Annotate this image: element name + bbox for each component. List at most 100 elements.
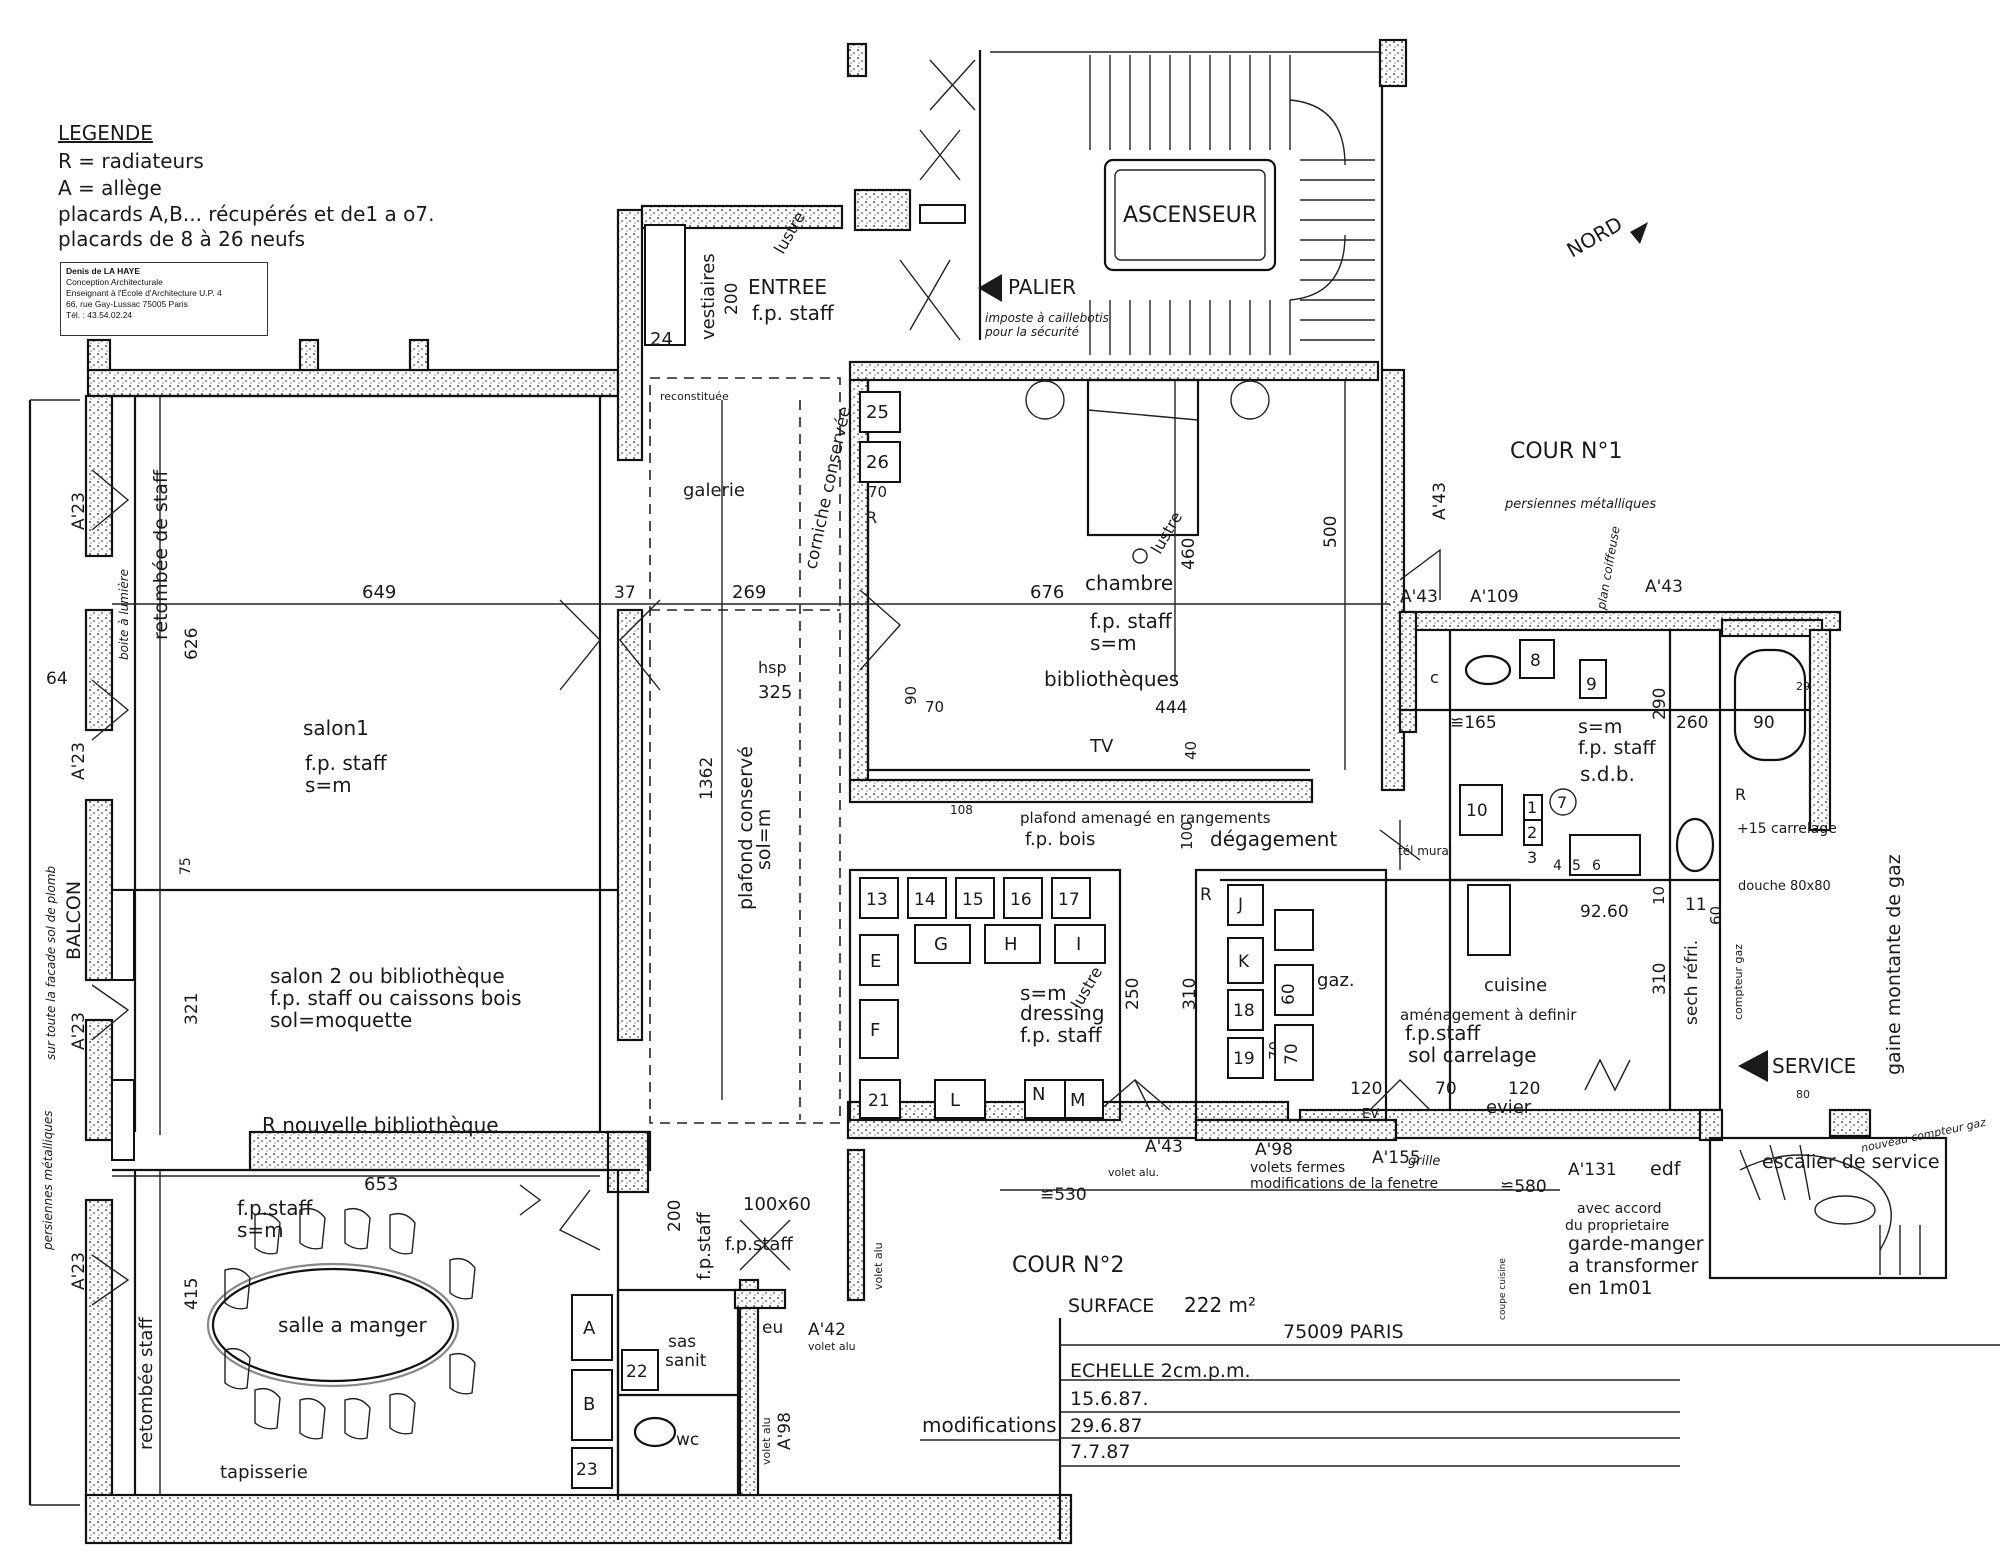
- placard-11: 11: [1685, 895, 1707, 915]
- placard-21: 21: [868, 1091, 890, 1111]
- volet-alu-3: volet alu: [808, 1340, 856, 1353]
- allege-7: A'109: [1470, 587, 1519, 607]
- volet-alu-4: volet alu: [760, 1417, 773, 1465]
- hsp-value: 325: [758, 682, 792, 703]
- placards: 24 25 26 70 R 13 14 15 16 17 E F G H I 2…: [571, 224, 1746, 1489]
- placard-7: 7: [1557, 793, 1567, 812]
- dining-table: [206, 1207, 476, 1440]
- dressing-sub-1: s=m: [1020, 981, 1067, 1005]
- salle-a-manger-label: salle a manger: [278, 1313, 427, 1337]
- placard-16: 16: [1010, 890, 1032, 910]
- imposte-note: imposte à caillebotis: [985, 311, 1109, 325]
- allege-14: A'98: [775, 1412, 795, 1450]
- placard-g: G: [934, 934, 948, 955]
- lift-shaft: [1103, 158, 1277, 272]
- placard-23: 23: [576, 1460, 598, 1480]
- dim-100x60: 100x60: [743, 1194, 811, 1215]
- dim-165: ≌165: [1450, 713, 1497, 733]
- placard-r1: R: [866, 508, 877, 527]
- placard-14: 14: [914, 890, 936, 910]
- placard-n: N: [1032, 1084, 1045, 1105]
- edf-label: edf: [1650, 1158, 1682, 1180]
- nouvelle-bibliotheque-label: R nouvelle bibliothèque: [262, 1113, 499, 1137]
- salon1-sub-1: f.p. staff: [305, 751, 388, 775]
- dim-10: 10: [1650, 886, 1668, 905]
- lamp-right: [1230, 380, 1270, 420]
- retombee-label: retombée de staff: [150, 469, 172, 640]
- sanit-label: sanit: [665, 1351, 707, 1371]
- dim-40-a: 40: [1182, 741, 1200, 760]
- garde-label-1: garde-manger: [1568, 1233, 1704, 1255]
- dim-649: 649: [362, 582, 396, 603]
- dim-64: 64: [46, 669, 68, 689]
- accord-label-2: du proprietaire: [1565, 1218, 1669, 1234]
- legend: LEGENDE R = radiateurs A = allège placar…: [58, 121, 434, 251]
- stamp-line-4: 66, rue Gay-Lussac 75005 Paris: [66, 299, 188, 309]
- passage-staff-label-2: f.p.staff: [725, 1234, 793, 1255]
- salon2-sub-1: f.p. staff ou caissons bois: [270, 986, 522, 1010]
- sech-label: sech: [1682, 986, 1702, 1025]
- north-arrow: NORD: [1563, 212, 1648, 262]
- volet-alu-1: volet alu.: [1108, 1166, 1159, 1179]
- dim-75: 75: [178, 857, 194, 875]
- legend-title: LEGENDE: [58, 121, 153, 145]
- dim-310-a: 310: [1180, 978, 1200, 1010]
- cuisine-sub-2: f.p.staff: [1405, 1021, 1482, 1045]
- wc-c-label: c: [1430, 668, 1439, 687]
- allege-6: A'43: [1400, 587, 1438, 607]
- sol-plomb-label: sur toute la facade sol de plomb: [44, 865, 58, 1060]
- dim-70-b: 70: [1435, 1079, 1457, 1099]
- surface-value: 222 m²: [1184, 1293, 1256, 1317]
- placard-j: J: [1237, 895, 1243, 915]
- legend-line-4: placards de 8 à 26 neufs: [58, 227, 305, 251]
- north-arrow-icon: [1630, 222, 1648, 244]
- ceiling-light-icon: [1132, 548, 1148, 564]
- date-3: 7.7.87: [1070, 1441, 1130, 1463]
- landing-arrow-icon: [978, 274, 1002, 302]
- dim-70: 70: [925, 698, 944, 716]
- cour1-label: COUR N°1: [1510, 439, 1623, 464]
- title-block: [920, 1318, 2000, 1540]
- tv-label: TV: [1089, 736, 1114, 757]
- salle-sub-2: s=m: [237, 1218, 284, 1242]
- scale-label: ECHELLE 2cm.p.m.: [1070, 1360, 1251, 1382]
- dim-9260: 92.60: [1580, 902, 1629, 922]
- placard-19: 19: [1233, 1049, 1255, 1069]
- placard-b: B: [583, 1394, 595, 1415]
- placard-i: I: [1076, 934, 1081, 955]
- balcon-label: BALCON: [63, 881, 85, 960]
- sdb-label: s.d.b.: [1580, 762, 1635, 786]
- service-arrow-icon: [1738, 1050, 1768, 1082]
- cour2-label: COUR N°2: [1012, 1253, 1125, 1278]
- dim-90-b: 90: [1753, 713, 1775, 733]
- placard-r3: R: [1735, 785, 1746, 804]
- boite-label: boite à lumière: [117, 569, 131, 660]
- dim-250: 250: [1123, 978, 1143, 1010]
- dim-260: 260: [1676, 713, 1708, 733]
- dim-290: 290: [1650, 688, 1670, 720]
- doors: [519, 548, 1631, 1271]
- dim-321: 321: [182, 993, 202, 1025]
- service-label: SERVICE: [1772, 1054, 1856, 1078]
- volets-label: volets fermes: [1250, 1160, 1345, 1176]
- gaine-label: gaine montante de gaz: [1883, 854, 1905, 1075]
- dim-37: 37: [614, 583, 636, 603]
- interior-partitions: [112, 377, 1810, 1500]
- dimension-labels: 649 37 269 676 64 626 75 321 653 415 136…: [46, 283, 1810, 1310]
- stamp-line-2: Conception Architecturale: [66, 277, 163, 287]
- allege-4: A'23: [69, 1252, 89, 1290]
- facade-windows: [91, 469, 135, 1306]
- placard-l: L: [950, 1090, 960, 1111]
- landing-label: PALIER: [1008, 275, 1076, 299]
- stair-treads: [1089, 55, 1375, 355]
- placard-e: E: [870, 951, 881, 972]
- service-stair: [1708, 1136, 1948, 1280]
- refri-label: réfri.: [1682, 940, 1702, 980]
- bathtub: [1733, 648, 1807, 762]
- architect-stamp: Denis de LA HAYE Conception Architectura…: [60, 262, 268, 336]
- dressing-label: dressing: [1020, 1001, 1105, 1025]
- tapisserie-label: tapisserie: [220, 1462, 308, 1483]
- stamp-line-5: Tél. : 43.54.02.24: [66, 310, 133, 320]
- placard-f: F: [870, 1020, 880, 1041]
